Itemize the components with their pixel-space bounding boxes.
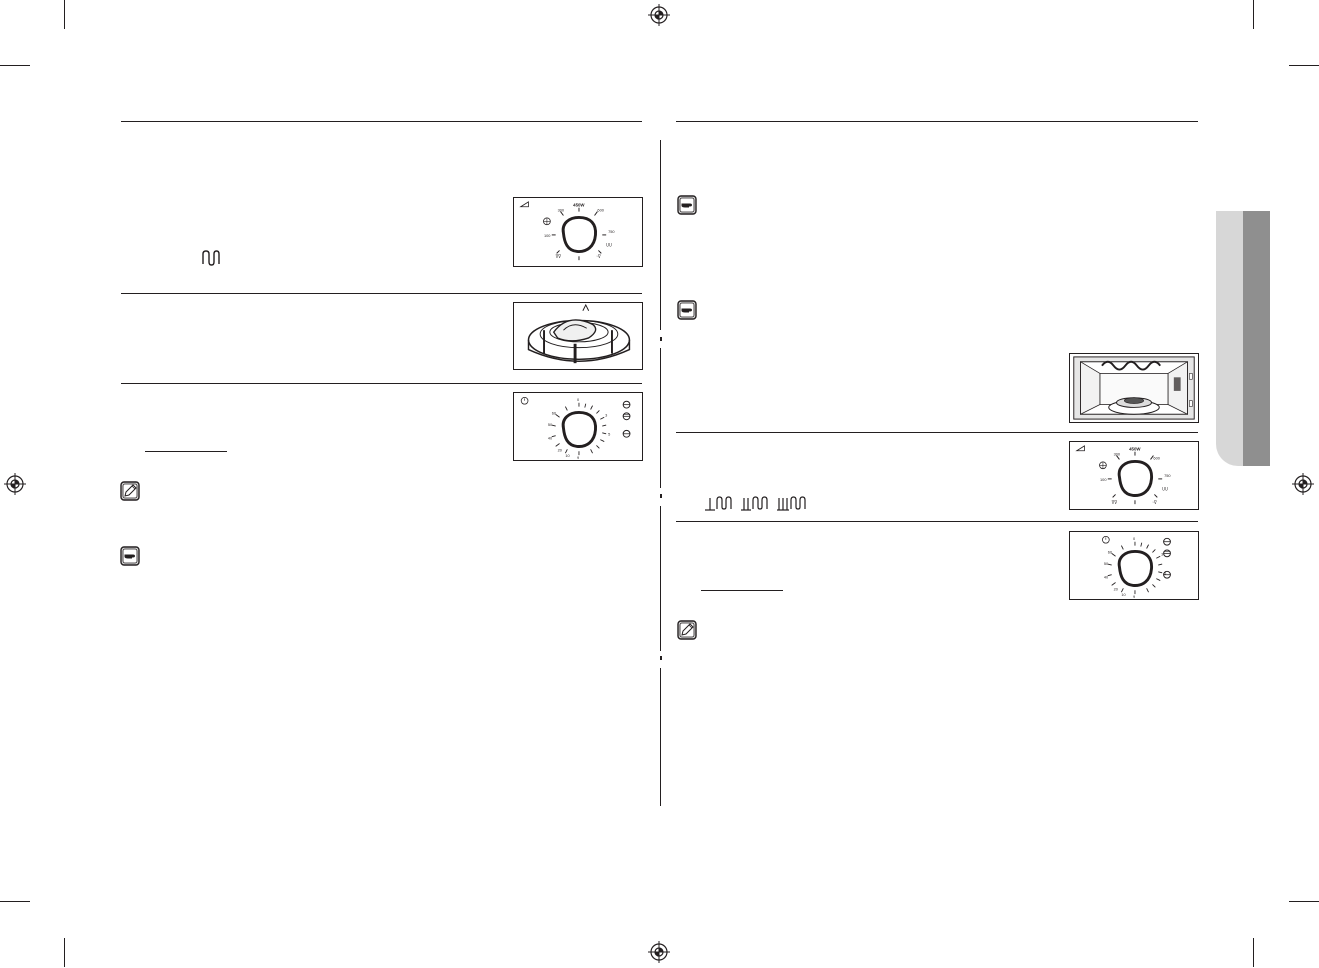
svg-text:450W: 450W <box>1129 447 1141 452</box>
svg-text:5: 5 <box>1164 571 1166 576</box>
svg-text:40: 40 <box>1104 575 1108 580</box>
svg-text:9: 9 <box>577 455 579 460</box>
hand-pointer-note-icon <box>120 546 140 566</box>
svg-text:300: 300 <box>1114 452 1120 457</box>
svg-text:0: 0 <box>577 397 579 402</box>
svg-text:3: 3 <box>1161 551 1163 556</box>
section-rule <box>121 383 642 384</box>
combi-microwave-grill-1-icon <box>704 495 734 516</box>
svg-text:60: 60 <box>552 410 556 415</box>
registration-mark-left <box>4 473 26 495</box>
pencil-note-icon <box>120 481 140 501</box>
svg-text:20: 20 <box>558 447 562 452</box>
underline <box>701 590 783 591</box>
right-header-rule <box>676 121 1198 122</box>
timer-dial-figure: 0 3 5 9 10 20 40 50 60 <box>1069 531 1199 600</box>
crop-mark <box>0 901 30 902</box>
left-header-rule <box>121 121 642 122</box>
svg-text:100: 100 <box>544 233 550 238</box>
registration-mark-top <box>648 4 670 26</box>
crop-mark <box>64 938 65 967</box>
svg-text:50: 50 <box>548 422 552 427</box>
svg-text:750: 750 <box>608 229 614 234</box>
crop-mark <box>1253 0 1254 29</box>
svg-text:ᑌᑌ: ᑌᑌ <box>1162 487 1168 492</box>
section-rule <box>676 521 1198 522</box>
crop-mark <box>1289 65 1319 66</box>
hand-pointer-note-icon <box>677 195 697 215</box>
power-label-450w: 450W <box>573 203 585 208</box>
column-divider <box>660 348 661 488</box>
column-divider <box>660 668 661 806</box>
crop-mark <box>64 0 65 29</box>
divider-mark <box>660 656 662 660</box>
section-rule <box>676 432 1198 433</box>
svg-text:600: 600 <box>1153 455 1159 460</box>
svg-text:10: 10 <box>1121 592 1125 597</box>
svg-text:10: 10 <box>565 453 569 458</box>
svg-text:60: 60 <box>1108 549 1112 554</box>
svg-text:50: 50 <box>1104 561 1108 566</box>
crop-mark <box>1253 938 1254 967</box>
divider-mark <box>660 337 662 341</box>
svg-text:ᵕᐁ: ᵕᐁ <box>1152 500 1157 505</box>
combi-microwave-grill-2-icon <box>740 495 770 516</box>
svg-text:0: 0 <box>1133 536 1135 541</box>
column-divider <box>660 140 661 330</box>
oven-interior-with-grill-figure <box>1069 353 1199 423</box>
svg-text:100: 100 <box>1100 477 1106 482</box>
svg-text:ᐁᐁ: ᐁᐁ <box>1112 500 1118 505</box>
crop-mark <box>1289 901 1319 902</box>
svg-text:750: 750 <box>1164 473 1170 478</box>
divider-mark <box>660 494 662 498</box>
combi-microwave-grill-3-icon <box>776 495 808 516</box>
crop-mark <box>0 65 30 66</box>
svg-text:9: 9 <box>1133 594 1135 599</box>
power-dial-figure: 450W 300 600 100 750 ᐁᐁ ᵕᐁ ᑌᑌ <box>1069 441 1199 510</box>
hand-pointer-note-icon <box>677 300 697 320</box>
grill-element-icon <box>201 250 221 271</box>
column-divider <box>660 506 661 651</box>
svg-text:20: 20 <box>1114 586 1118 591</box>
section-rule <box>121 293 642 294</box>
svg-text:ᑌᑌ: ᑌᑌ <box>606 243 612 248</box>
side-tab-light <box>1216 211 1243 466</box>
turntable-with-rack-figure <box>513 302 643 370</box>
timer-dial-figure: 0 3 5 9 10 20 40 50 60 <box>513 392 643 461</box>
registration-mark-right <box>1292 473 1314 495</box>
svg-text:40: 40 <box>548 436 552 441</box>
svg-text:600: 600 <box>597 208 603 213</box>
underline <box>145 451 227 452</box>
svg-text:ᵕᐁ: ᵕᐁ <box>596 254 601 259</box>
power-dial-figure: 450W 300 600 100 750 ᐁᐁ ᵕᐁ ᑌᑌ <box>513 197 643 267</box>
side-tab-dark <box>1243 211 1270 466</box>
registration-mark-bottom <box>648 941 670 963</box>
svg-text:300: 300 <box>558 208 564 213</box>
svg-text:5: 5 <box>608 432 610 437</box>
svg-text:3: 3 <box>605 412 607 417</box>
svg-text:ᐁᐁ: ᐁᐁ <box>556 254 562 259</box>
pencil-note-icon <box>677 620 697 640</box>
